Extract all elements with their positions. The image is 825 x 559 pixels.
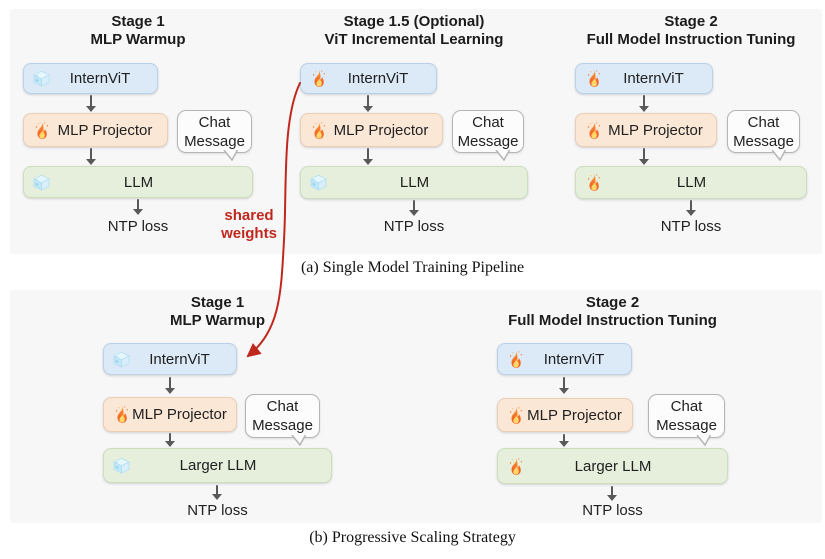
flow-arrow	[639, 95, 649, 112]
fire-icon	[309, 120, 328, 140]
flow-arrow	[363, 148, 373, 165]
larger-llm-box: Larger LLM	[103, 448, 332, 483]
stage-title-b1: Stage 1 MLP Warmup	[103, 294, 332, 330]
stage-title-line2: Full Model Instruction Tuning	[586, 31, 796, 48]
stage-title-line1: Stage 1	[111, 13, 165, 30]
flow-arrow	[86, 95, 96, 112]
larger-llm-label: Larger LLM	[574, 457, 652, 475]
chat-message-bubble: Chat Message	[727, 110, 800, 161]
fire-icon	[584, 120, 603, 140]
fire-icon	[506, 456, 525, 476]
stage-title-line2: Full Model Instruction Tuning	[508, 312, 717, 329]
chat-message-bubble: Chat Message	[452, 110, 524, 161]
ntp-loss-label: NTP loss	[187, 502, 248, 519]
stage-title-line1: Stage 2	[585, 294, 640, 311]
fire-icon	[309, 69, 328, 89]
fire-icon	[32, 120, 51, 140]
ntp-loss-label: NTP loss	[660, 218, 722, 235]
mlp-projector-box: MLP Projector	[23, 113, 168, 147]
bubble-tail	[291, 435, 307, 446]
llm-label: LLM	[399, 174, 430, 191]
ice-icon	[32, 172, 51, 192]
fire-icon	[506, 349, 525, 369]
bubble-tail	[771, 150, 787, 161]
stage-title-b2: Stage 2 Full Model Instruction Tuning	[497, 294, 728, 330]
flow-arrow	[409, 200, 419, 216]
mlp-projector-box: MLP Projector	[300, 113, 443, 147]
chat-message-bubble: Chat Message	[648, 394, 725, 446]
flow-arrow	[212, 485, 222, 500]
chat-message-label: Chat Message	[252, 398, 313, 434]
mlp-projector-label: MLP Projector	[132, 406, 227, 423]
internvit-label: InternViT	[347, 70, 409, 87]
fire-icon	[112, 405, 131, 425]
chat-message-bubble: Chat Message	[177, 110, 252, 161]
bubble-tail	[495, 150, 511, 161]
ntp-loss-label: NTP loss	[107, 218, 169, 235]
llm-label: LLM	[123, 173, 154, 191]
ice-icon	[309, 173, 328, 193]
ntp-loss-label: NTP loss	[582, 502, 643, 519]
stage-title-a1: Stage 1 MLP Warmup	[23, 13, 253, 49]
bubble-tail	[223, 150, 239, 161]
internvit-box: InternViT	[575, 63, 713, 94]
flow-arrow	[686, 200, 696, 216]
stage-title-line2: MLP Warmup	[90, 31, 186, 48]
llm-box: LLM	[23, 166, 253, 198]
flow-arrow	[559, 377, 569, 394]
bubble-tail	[696, 435, 712, 446]
llm-label: LLM	[676, 174, 707, 191]
flow-arrow	[86, 148, 96, 165]
larger-llm-box: Larger LLM	[497, 448, 728, 484]
internvit-label: InternViT	[149, 350, 210, 368]
caption-a: (a) Single Model Training Pipeline	[300, 259, 525, 276]
mlp-projector-label: MLP Projector	[608, 121, 703, 139]
chat-message-bubble: Chat Message	[245, 394, 320, 446]
stage-title-line1: Stage 1	[190, 294, 245, 311]
internvit-label: InternViT	[543, 350, 605, 368]
mlp-projector-label: MLP Projector	[333, 121, 429, 139]
flow-arrow	[165, 377, 175, 394]
chat-message-label: Chat Message	[733, 113, 794, 150]
mlp-projector-box: MLP Projector	[497, 398, 633, 432]
flow-arrow	[133, 199, 143, 215]
internvit-box: InternViT	[497, 343, 632, 375]
ntp-loss-label: NTP loss	[383, 218, 445, 235]
chat-message-label: Chat Message	[184, 113, 245, 150]
flow-arrow	[559, 434, 569, 447]
ice-icon	[112, 456, 131, 476]
flow-arrow	[639, 148, 649, 165]
fire-icon	[506, 405, 525, 425]
chat-message-label: Chat Message	[457, 113, 519, 150]
stage-title-line1: Stage 2	[664, 13, 718, 30]
stage-title-a2: Stage 2 Full Model Instruction Tuning	[575, 13, 807, 49]
shared-weights-label: shared weights	[221, 207, 277, 242]
ice-icon	[112, 349, 131, 369]
mlp-projector-label: MLP Projector	[527, 406, 622, 424]
chat-message-label: Chat Message	[656, 398, 717, 434]
internvit-box: InternViT	[300, 63, 437, 94]
flow-arrow	[165, 433, 175, 447]
internvit-box: InternViT	[103, 343, 237, 375]
stage-title-line2: ViT Incremental Learning	[324, 31, 504, 48]
fire-icon	[584, 69, 603, 89]
internvit-label: InternViT	[69, 70, 131, 87]
stage-title-line1: Stage 1.5 (Optional)	[343, 13, 485, 30]
fire-icon	[584, 173, 603, 193]
flow-arrow	[607, 486, 617, 501]
caption-b: (b) Progressive Scaling Strategy	[309, 529, 516, 546]
stage-title-line2: MLP Warmup	[169, 312, 265, 329]
internvit-box: InternViT	[23, 63, 158, 94]
mlp-projector-box: MLP Projector	[103, 397, 237, 432]
internvit-label: InternViT	[623, 70, 684, 87]
larger-llm-label: Larger LLM	[179, 457, 257, 474]
llm-box: LLM	[575, 166, 807, 199]
llm-box: LLM	[300, 166, 528, 199]
mlp-projector-box: MLP Projector	[575, 113, 717, 147]
stage-title-a15: Stage 1.5 (Optional) ViT Incremental Lea…	[300, 13, 528, 49]
flow-arrow	[363, 95, 373, 112]
ice-icon	[32, 69, 51, 89]
mlp-projector-label: MLP Projector	[57, 121, 153, 139]
